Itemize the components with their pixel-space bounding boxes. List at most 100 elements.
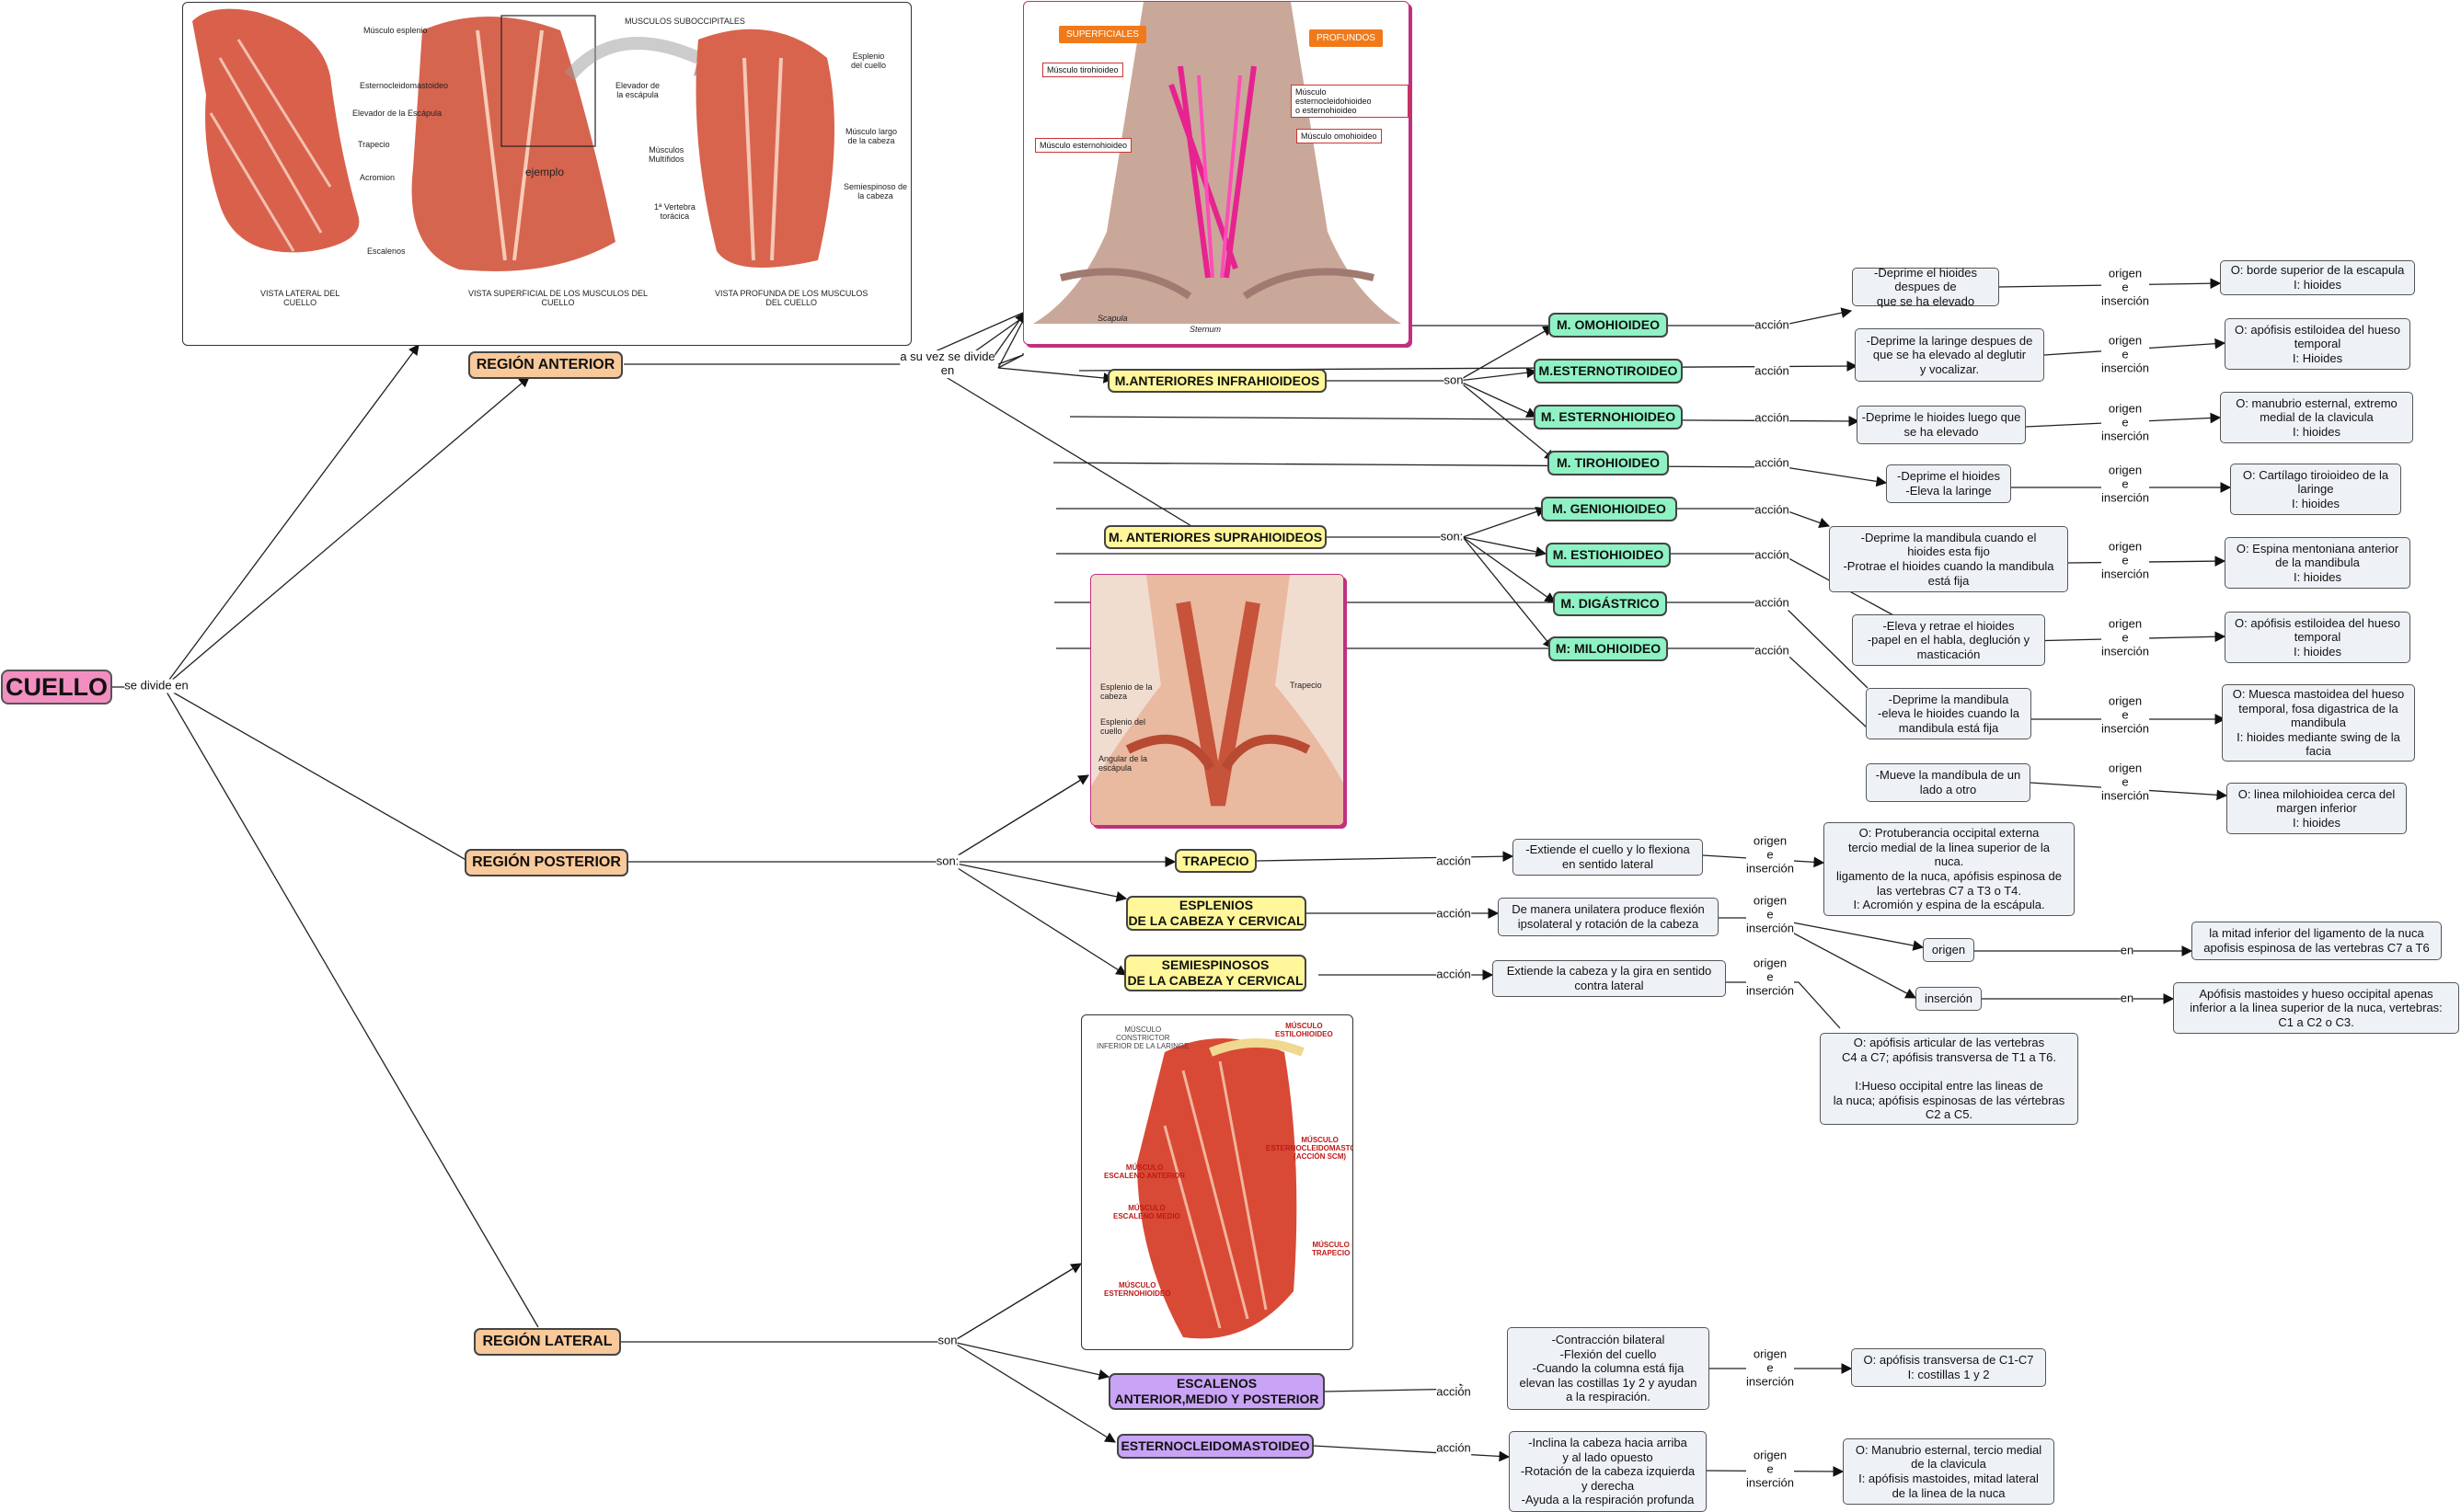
img1-label-suboccipitales: MUSCULOS SUBOCCIPITALES [625, 17, 745, 26]
img2-label-esternohioideo: Músculo esternohioideo [1035, 138, 1133, 153]
img1-caption-superficial: VISTA SUPERFICIAL DE LOS MUSCULOS DEL CU… [468, 289, 649, 307]
link-oi-2: origen e inserción [2100, 333, 2150, 376]
oi-trapecio[interactable]: O: Protuberancia occipital externa terci… [1823, 822, 2075, 916]
action-digastrico[interactable]: -Deprime la mandibula -eleva le hioides … [1866, 688, 2031, 739]
link-accion-3: acción [1754, 410, 1789, 426]
action-estiohioideo[interactable]: -Eleva y retrae el hioides -papel en el … [1852, 614, 2045, 666]
link-accion-ecm: acción [1436, 1440, 1471, 1456]
img4-label-ecm: MÚSCULO ESTERNOCLEIDOMASTOIDEO (ACCIÓN S… [1266, 1136, 1352, 1161]
action-semiespinosos[interactable]: Extiende la cabeza y la gira en sentido … [1492, 960, 1726, 997]
muscle-esternotiroideo[interactable]: M.ESTERNOTIROIDEO [1534, 359, 1683, 384]
link-accion-8: acción [1754, 643, 1789, 659]
action-omohioideo[interactable]: -Deprime el hioides despues de que se ha… [1852, 266, 1999, 308]
link-oi-escalenos: origen e inserción [1745, 1346, 1795, 1390]
link-son-supra: son: [1440, 529, 1464, 544]
muscle-omohioideo[interactable]: M. OMOHIOIDEO [1548, 313, 1668, 338]
region-lateral[interactable]: REGIÓN LATERAL [474, 1328, 621, 1356]
link-oi-6: origen e inserción [2100, 616, 2150, 659]
img3-label-trapecio: Trapecio [1290, 681, 1322, 690]
img4-label-estilohioideo: MÚSCULO ESTILOHIOIDEO [1275, 1022, 1333, 1038]
img1-label-vertebra: 1ª Vertebra torácica [654, 202, 696, 221]
img1-label-acromion: Acromion [360, 173, 396, 182]
tag-profundos: PROFUNDOS [1309, 29, 1383, 47]
img1-label-ejemplo: ejemplo [525, 166, 565, 178]
oi-ecm[interactable]: O: Manubrio esternal, tercio medial de l… [1843, 1438, 2054, 1505]
img1-label-trapecio: Trapecio [358, 140, 390, 149]
action-esternotiroideo[interactable]: -Deprime la laringe despues de que se ha… [1855, 328, 2044, 382]
action-milohioideo[interactable]: -Mueve la mandíbula de un lado a otro [1866, 763, 2030, 802]
infrahyoid-illustration [1033, 2, 1401, 324]
link-son-lateral: son [937, 1333, 958, 1348]
link-oi-esplenios: origen e inserción [1745, 893, 1795, 936]
link-oi-3: origen e inserción [2100, 401, 2150, 444]
muscle-digastrico[interactable]: M. DIGÁSTRICO [1553, 591, 1667, 616]
oi-escalenos[interactable]: O: apófisis transversa de C1-C7 I: costi… [1851, 1348, 2046, 1387]
muscle-esplenios[interactable]: ESPLENIOS DE LA CABEZA Y CERVICAL [1126, 896, 1306, 931]
link-oi-1: origen e inserción [2100, 266, 2150, 309]
muscle-semiespinosos[interactable]: SEMIESPINOSOS DE LA CABEZA Y CERVICAL [1124, 955, 1306, 991]
image-posterior-neck: Esplenio de la cabeza Esplenio del cuell… [1090, 574, 1344, 826]
action-escalenos[interactable]: -Contracción bilateral -Flexión del cuel… [1507, 1327, 1709, 1410]
muscle-milohioideo[interactable]: M: MILOHIOIDEO [1548, 636, 1668, 661]
oi-milohioideo[interactable]: O: linea milohioidea cerca del margen in… [2226, 783, 2407, 834]
link-accion-2: acción [1754, 363, 1789, 379]
img1-label-elevador-2: Elevador de la escápula [615, 81, 661, 99]
link-accion-semiespinosos: acción [1436, 967, 1471, 982]
img3-label-esplenio-cabeza: Esplenio de la cabeza [1100, 682, 1153, 701]
img1-caption-lateral: VISTA LATERAL DEL CUELLO [260, 289, 340, 307]
link-subdivide: a su vez se divide en [900, 349, 995, 378]
link-oi-5: origen e inserción [2100, 539, 2150, 582]
oi-omohioideo[interactable]: O: borde superior de la escapula I: hioi… [2220, 260, 2415, 295]
oi-semiespinosos[interactable]: O: apófisis articular de las vertebras C… [1820, 1033, 2078, 1125]
oi-digastrico[interactable]: O: Muesca mastoidea del hueso temporal, … [2222, 684, 2415, 762]
muscle-esternocleidomastoideo[interactable]: ESTERNOCLEIDOMASTOIDEO [1117, 1434, 1314, 1459]
img1-label-ecm: Esternocleidomastoideo [360, 81, 449, 90]
link-en-origen: en [2120, 943, 2134, 958]
muscle-esternohioideo[interactable]: M. ESTERNOHIOIDEO [1534, 405, 1683, 430]
oi-tirohioideo[interactable]: O: Cartílago tiroioideo de la laringe I:… [2230, 464, 2401, 515]
esplenios-origen[interactable]: origen [1923, 938, 1974, 962]
muscle-estiohioideo[interactable]: M. ESTIOHIOIDEO [1546, 543, 1671, 567]
img4-label-escaleno-anterior: MÚSCULO ESCALENO ANTERIOR [1104, 1163, 1186, 1180]
img2-label-tirohioideo: Músculo tirohioideo [1042, 63, 1123, 77]
img2-label-omohioideo: Músculo omohioideo [1296, 129, 1382, 143]
oi-esternotiroideo[interactable]: O: apófisis estiloidea del hueso tempora… [2225, 318, 2410, 370]
action-tirohioideo[interactable]: -Deprime el hioides -Eleva la laringe [1886, 464, 2011, 503]
esplenios-origen-detail[interactable]: la mitad inferior del ligamento de la nu… [2191, 922, 2442, 960]
link-oi-4: origen e inserción [2100, 463, 2150, 506]
action-esternohioideo[interactable]: -Deprime le hioides luego que se ha elev… [1857, 406, 2026, 444]
neck-views-illustration [192, 8, 834, 271]
group-infrahioideos[interactable]: M.ANTERIORES INFRAHIOIDEOS [1108, 369, 1327, 393]
link-accion-escalenos: acción [1436, 1384, 1471, 1400]
img2-label-sternum: Sternum [1190, 325, 1222, 334]
link-accion-5: acción [1754, 502, 1789, 518]
image-infrahyoid: SUPERFICIALES PROFUNDOS Músculo tirohioi… [1023, 1, 1409, 345]
img1-label-esplenio-cuello: Esplenio del cuello [851, 52, 887, 70]
oi-estiohioideo[interactable]: O: apófisis estiloidea del hueso tempora… [2225, 612, 2410, 663]
link-oi-semiespinosos: origen e inserción [1745, 956, 1795, 999]
link-accion-esplenios: acción [1436, 906, 1471, 922]
link-oi-8: origen e inserción [2100, 761, 2150, 804]
esplenios-insercion[interactable]: inserción [1915, 987, 1982, 1011]
action-geniohioideo[interactable]: -Deprime la mandibula cuando el hioides … [1829, 526, 2068, 592]
region-anterior[interactable]: REGIÓN ANTERIOR [468, 351, 623, 379]
muscle-geniohioideo[interactable]: M. GENIOHIOIDEO [1541, 497, 1677, 521]
action-trapecio[interactable]: -Extiende el cuello y lo flexiona en sen… [1512, 839, 1703, 876]
root-node[interactable]: CUELLO [1, 670, 112, 704]
oi-geniohioideo[interactable]: O: Espina mentoniana anterior de la mand… [2225, 537, 2410, 589]
image-neck-views: Músculo esplenio Esternocleidomastoideo … [182, 2, 912, 346]
link-accion-trapecio: acción [1436, 853, 1471, 869]
group-suprahioideos[interactable]: M. ANTERIORES SUPRAHIOIDEOS [1104, 525, 1327, 549]
img3-label-angular: Angular de la escápula [1098, 754, 1148, 773]
oi-esternohioideo[interactable]: O: manubrio esternal, extremo medial de … [2220, 392, 2413, 443]
region-posterior[interactable]: REGIÓN POSTERIOR [465, 849, 628, 876]
muscle-trapecio[interactable]: TRAPECIO [1175, 849, 1257, 873]
muscle-escalenos[interactable]: ESCALENOS ANTERIOR,MEDIO Y POSTERIOR [1109, 1373, 1325, 1410]
action-esplenios[interactable]: De manera unilatera produce flexión ipso… [1498, 898, 1719, 936]
img1-label-escalenos: Escalenos [367, 246, 406, 256]
img4-label-constrictor: MÚSCULO CONSTRICTOR INFERIOR DE LA LARIN… [1097, 1025, 1190, 1050]
link-oi-ecm: origen e inserción [1745, 1448, 1795, 1491]
action-ecm[interactable]: -Inclina la cabeza hacia arriba y al lad… [1509, 1431, 1707, 1512]
muscle-tirohioideo[interactable]: M. TIROHIOIDEO [1547, 451, 1669, 475]
esplenios-insercion-detail[interactable]: Apófisis mastoides y hueso occipital ape… [2173, 982, 2459, 1034]
